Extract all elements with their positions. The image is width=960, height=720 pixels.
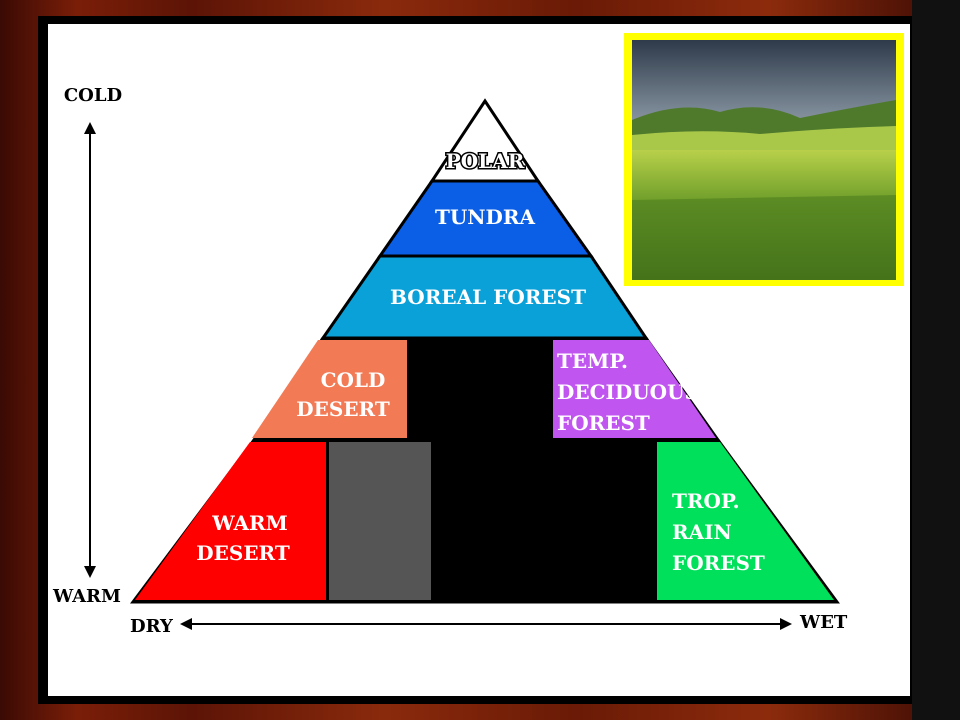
cold-desert-label-1: COLD <box>321 368 386 392</box>
warm-desert-block <box>135 442 326 600</box>
left-arrow-icon <box>180 618 192 630</box>
boreal-label: BOREAL FOREST <box>390 285 586 309</box>
down-arrow-icon <box>84 566 96 578</box>
cold-desert-label-2: DESERT <box>296 397 390 421</box>
cold-desert-block <box>252 340 407 438</box>
grassland-photo <box>624 33 904 286</box>
temp-deciduous-label-3: FOREST <box>557 411 650 435</box>
gray-block <box>329 442 431 600</box>
right-edge <box>912 0 960 720</box>
moisture-axis: DRY WET <box>130 612 848 637</box>
cold-axis-label: COLD <box>64 85 122 106</box>
tundra-label: TUNDRA <box>435 205 536 229</box>
temp-deciduous-label-2: DECIDUOUS <box>557 380 699 404</box>
temp-deciduous-label-1: TEMP. <box>557 349 628 373</box>
up-arrow-icon <box>84 122 96 134</box>
temp-deciduous-block <box>553 340 716 438</box>
trop-rain-label-1: TROP. <box>672 489 740 513</box>
trop-rain-label-3: FOREST <box>672 551 765 575</box>
warm-desert-label-1: WARM <box>211 511 287 535</box>
warm-axis-label: WARM <box>52 586 121 607</box>
trop-rain-block <box>657 442 834 600</box>
temperature-axis: COLD WARM <box>52 85 122 607</box>
dry-axis-label: DRY <box>130 616 174 637</box>
pyramid <box>130 98 840 604</box>
polar-label: POLAR <box>446 149 525 173</box>
trop-rain-label-2: RAIN <box>672 520 732 544</box>
warm-desert-label-2: DESERT <box>196 541 290 565</box>
wet-axis-label: WET <box>799 612 848 633</box>
right-arrow-icon <box>780 618 792 630</box>
